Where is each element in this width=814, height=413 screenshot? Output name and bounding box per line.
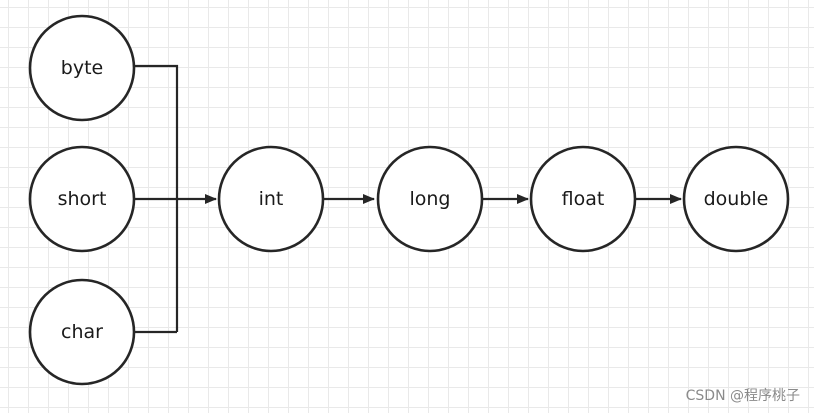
node-long-label: long [409,188,450,210]
node-double: double [682,145,790,253]
node-double-label: double [704,188,769,210]
node-char-label: char [61,321,103,343]
node-int-circle [217,145,325,253]
connectors [135,64,682,334]
node-long-circle [376,145,484,253]
watermark-text: CSDN @程序桃子 [685,388,800,404]
node-int: int [217,145,325,253]
node-short-circle [28,145,136,253]
node-float-circle [529,145,637,253]
node-byte-label: byte [61,57,103,79]
node-int-label: int [259,188,284,210]
node-byte-circle [28,14,136,122]
node-short: short [28,145,136,253]
node-long: long [376,145,484,253]
node-byte: byte [28,14,136,122]
edge-byte-int [135,64,179,332]
node-float-label: float [562,188,605,210]
node-double-circle [682,145,790,253]
node-short-label: short [58,188,107,210]
node-float: float [529,145,637,253]
node-char: char [28,278,136,386]
node-char-circle [28,278,136,386]
